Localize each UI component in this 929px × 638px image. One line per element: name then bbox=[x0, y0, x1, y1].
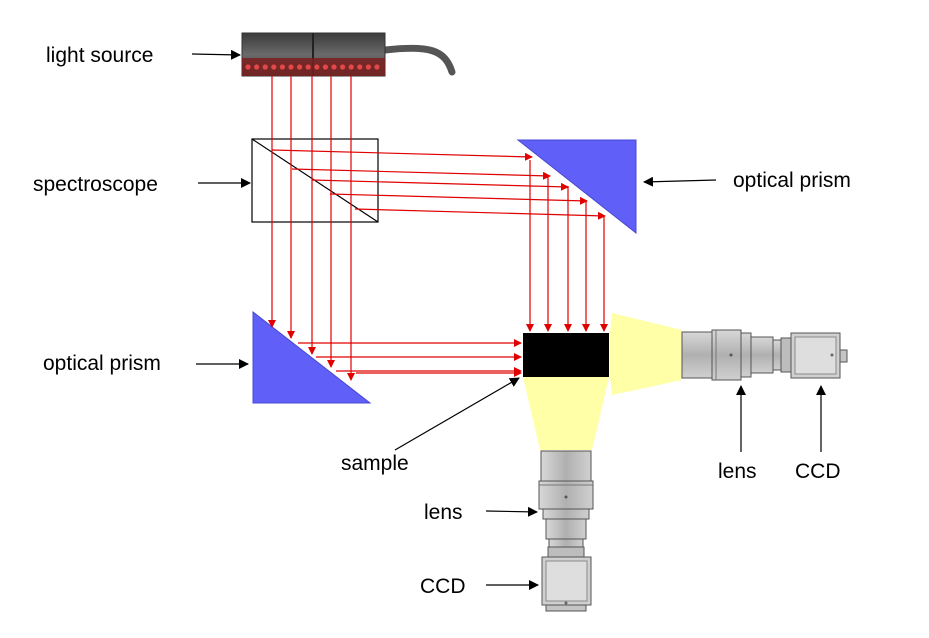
optical-prism-left bbox=[252, 310, 372, 404]
led-dot bbox=[305, 64, 311, 70]
ccd-right-camera bbox=[780, 332, 848, 379]
led-dot bbox=[288, 64, 294, 70]
lens-bottom-assembly bbox=[538, 450, 594, 548]
label-optical-prism-left: optical prism bbox=[43, 352, 161, 375]
label-sample: sample bbox=[341, 452, 409, 475]
beam-ray bbox=[291, 168, 551, 180]
led-dot bbox=[262, 64, 268, 70]
led-dot bbox=[314, 64, 320, 70]
beam-ray bbox=[271, 149, 533, 161]
optical-prism-right bbox=[516, 139, 637, 235]
pointer-optical-prism-right bbox=[643, 176, 717, 187]
led-dot bbox=[279, 64, 285, 70]
ccd-bottom-camera bbox=[541, 546, 592, 612]
led-dot bbox=[297, 64, 303, 70]
label-optical-prism-right: optical prism bbox=[733, 169, 851, 192]
lens-right-assembly bbox=[681, 329, 782, 381]
led-dot bbox=[331, 64, 337, 70]
sample-block bbox=[523, 333, 609, 377]
label-ccd-bottom: CCD bbox=[420, 575, 466, 598]
led-dot bbox=[374, 64, 380, 70]
light-source-device bbox=[241, 32, 456, 77]
led-dot bbox=[340, 64, 346, 70]
led-dot bbox=[245, 64, 251, 70]
led-dot bbox=[271, 64, 277, 70]
led-array bbox=[245, 64, 380, 70]
pointer-sample bbox=[394, 377, 520, 451]
led-dot bbox=[357, 64, 363, 70]
label-ccd-right: CCD bbox=[795, 460, 841, 483]
label-lens-right: lens bbox=[718, 460, 757, 483]
led-dot bbox=[365, 64, 371, 70]
label-light-source: light source bbox=[46, 44, 153, 67]
led-dot bbox=[348, 64, 354, 70]
label-lens-bottom: lens bbox=[424, 501, 463, 524]
pointer-lens-bottom bbox=[485, 506, 538, 517]
beam-paths bbox=[268, 76, 608, 381]
beam-ray bbox=[354, 208, 606, 220]
led-dot bbox=[254, 64, 260, 70]
led-dot bbox=[322, 64, 328, 70]
label-spectroscope: spectroscope bbox=[33, 173, 158, 196]
pointer-light-source bbox=[191, 49, 241, 60]
light-cone-bottom bbox=[523, 377, 609, 450]
beam-ray bbox=[329, 193, 588, 205]
beam-ray bbox=[311, 179, 569, 191]
light-cone-right bbox=[610, 313, 682, 395]
